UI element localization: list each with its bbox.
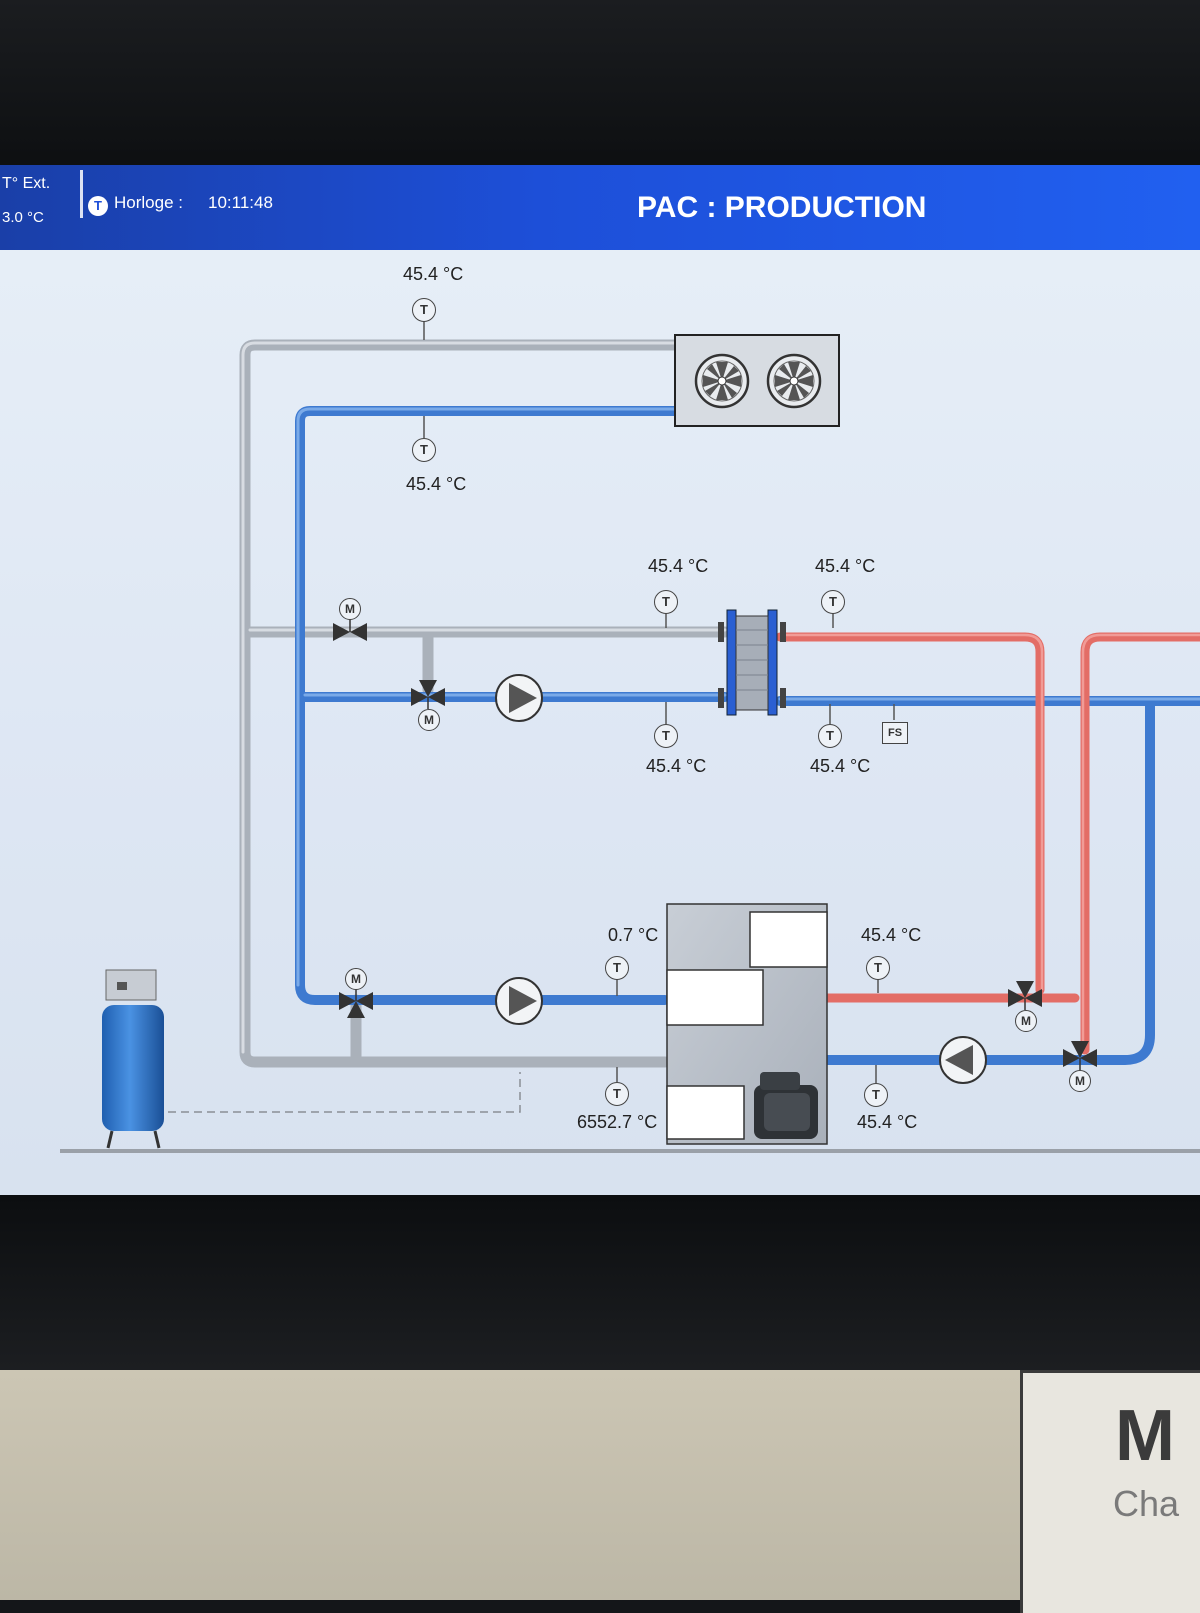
page-title: PAC : PRODUCTION [637,191,927,224]
cabinet-panel [0,1370,1200,1600]
dry-cooler [674,334,840,427]
screen-bezel-top [0,0,1200,170]
manufacturer-plate: M Cha [1020,1370,1200,1613]
clock-icon: T [88,196,108,216]
temp-readout-unit-in-top: 0.7 °C [608,925,659,945]
outdoor-temp-value: 3.0 °C [2,209,44,226]
heat-pump-unit [666,903,828,1145]
temp-sensor-icon[interactable]: T [412,438,436,462]
temp-readout-top-inner: 45.4 °C [406,474,467,494]
temp-readout-unit-in-bottom: 6552.7 °C [577,1112,658,1132]
plate-heat-exchanger [718,609,786,716]
screen-bezel-bottom [0,1195,1200,1370]
three-way-valve-icon [1063,1041,1097,1070]
valve-motor-icon[interactable]: M [1069,1070,1091,1092]
valve-motor-icon[interactable]: M [418,709,440,731]
three-way-valve-icon [1008,981,1042,1010]
temp-sensor-icon[interactable]: T [605,1082,629,1106]
fan-icon [694,353,750,409]
pump-icon [495,674,543,722]
expansion-tank [102,969,164,1149]
temp-readout-hx-out-top: 45.4 °C [815,556,876,576]
pump-icon [495,977,543,1025]
pipe-grey-loop [239,339,731,1068]
clock-value: 10:11:48 [208,193,273,212]
flow-switch-icon[interactable]: FS [882,722,908,744]
temp-readout-hx-in-bottom: 45.4 °C [646,756,707,776]
temp-sensor-icon[interactable]: T [864,1083,888,1107]
plate-brand: M [1115,1396,1175,1476]
sensor-stems [423,320,895,1083]
temp-readout-hx-out-bottom: 45.4 °C [810,756,871,776]
clock-label: Horloge : [114,193,183,212]
temp-sensor-icon[interactable]: T [654,724,678,748]
temp-sensor-icon[interactable]: T [821,590,845,614]
three-way-valve-icon [411,680,445,709]
temp-sensor-icon[interactable]: T [605,956,629,980]
header-bar: T° Ext. 3.0 °C T Horloge : 10:11:48 PAC … [0,165,1200,250]
pump-icon [939,1036,987,1084]
temp-readout-top-outer: 45.4 °C [403,264,464,284]
fan-icon [766,353,822,409]
valve-motor-icon[interactable]: M [1015,1010,1037,1032]
valve-motor-icon[interactable]: M [339,598,361,620]
temp-sensor-icon[interactable]: T [654,590,678,614]
temp-readout-hx-in-top: 45.4 °C [648,556,709,576]
compressor-icon [754,1072,818,1139]
floor-line [60,1149,1200,1153]
temp-readout-unit-out-top: 45.4 °C [861,925,922,945]
pipe-blue-loop [295,406,1200,1065]
temp-sensor-icon[interactable]: T [412,298,436,322]
temp-sensor-icon[interactable]: T [866,956,890,980]
temp-sensor-icon[interactable]: T [818,724,842,748]
plate-subtext: Cha [1113,1483,1180,1524]
header-divider [80,170,83,218]
motorized-valve-icon [333,618,367,641]
three-way-valve-icon [339,989,373,1018]
outdoor-temp-label: T° Ext. [2,175,51,192]
temp-readout-unit-out-bottom: 45.4 °C [857,1112,918,1132]
tank-signal-line [168,1072,521,1113]
valve-motor-icon[interactable]: M [345,968,367,990]
